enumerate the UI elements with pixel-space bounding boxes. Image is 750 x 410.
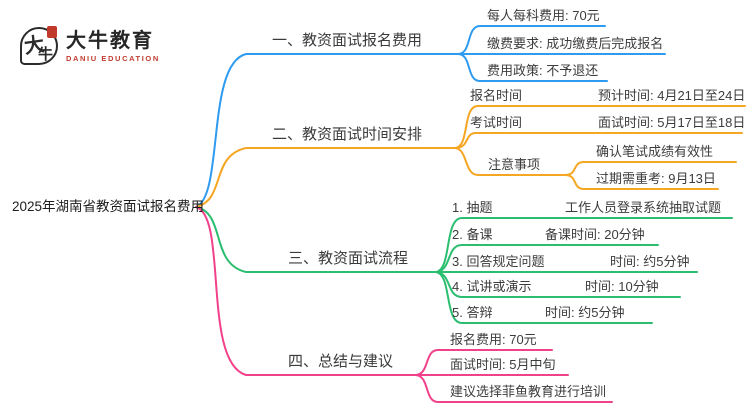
branch1-connectors: [195, 25, 666, 208]
topic-step3[interactable]: 3. 回答规定问题: [452, 254, 545, 269]
topic-step4[interactable]: 4. 试讲或演示: [452, 279, 532, 294]
brand-logo: 大 牛 大牛教育 DANIU EDUCATION: [20, 26, 160, 65]
logo-brand-name-en: DANIU EDUCATION: [66, 53, 160, 63]
logo-red-seal-icon: [47, 26, 57, 38]
topic-notes[interactable]: 注意事项: [488, 157, 541, 172]
branch3-topic[interactable]: 三、教资面试流程: [288, 250, 409, 267]
topic-step2[interactable]: 2. 备课: [452, 227, 493, 242]
topic-step1[interactable]: 1. 抽题: [452, 200, 493, 215]
topic-fee-per-subject[interactable]: 每人每科费用: 70元: [487, 8, 600, 23]
topic-notes-retake[interactable]: 过期需重考: 9月13日: [596, 171, 716, 186]
topic-step5[interactable]: 5. 答辩: [452, 305, 493, 320]
topic-exam-time-detail[interactable]: 面试时间: 5月17日至18日: [598, 115, 746, 130]
topic-notes-validity[interactable]: 确认笔试成绩有效性: [596, 144, 714, 159]
topic-step4-detail[interactable]: 时间: 10分钟: [585, 279, 659, 294]
topic-step5-detail[interactable]: 时间: 约5分钟: [545, 305, 625, 320]
branch4-topic[interactable]: 四、总结与建议: [288, 353, 394, 370]
branch4-connectors: [195, 206, 613, 403]
logo-text: 大牛教育 DANIU EDUCATION: [66, 30, 160, 63]
topic-registration-time-detail[interactable]: 预计时间: 4月21日至24日: [598, 88, 746, 103]
branch2-topic[interactable]: 二、教资面试时间安排: [272, 126, 423, 143]
root-topic[interactable]: 2025年湖南省教资面试报名费用: [12, 199, 205, 214]
logo-brand-name: 大牛教育: [66, 29, 154, 52]
logo-char-niu: 牛: [37, 45, 53, 63]
topic-summary-advice[interactable]: 建议选择菲鱼教育进行培训: [450, 384, 607, 399]
topic-step2-detail[interactable]: 备课时间: 20分钟: [545, 227, 645, 242]
topic-step1-detail[interactable]: 工作人员登录系统抽取试题: [565, 200, 722, 215]
branch3-connectors: [195, 206, 733, 324]
logo-bubble-icon: 大 牛: [20, 26, 58, 65]
topic-summary-time[interactable]: 面试时间: 5月中旬: [450, 357, 556, 372]
topic-summary-fee[interactable]: 报名费用: 70元: [450, 332, 537, 347]
topic-exam-time[interactable]: 考试时间: [470, 115, 523, 130]
topic-fee-policy[interactable]: 费用政策: 不予退还: [487, 63, 599, 78]
topic-payment-requirement[interactable]: 缴费要求: 成功缴费后完成报名: [487, 36, 664, 51]
topic-registration-time[interactable]: 报名时间: [470, 88, 523, 103]
topic-step3-detail[interactable]: 时间: 约5分钟: [610, 254, 690, 269]
branch1-topic[interactable]: 一、教资面试报名费用: [272, 32, 423, 49]
branch2-connectors: [195, 105, 746, 208]
